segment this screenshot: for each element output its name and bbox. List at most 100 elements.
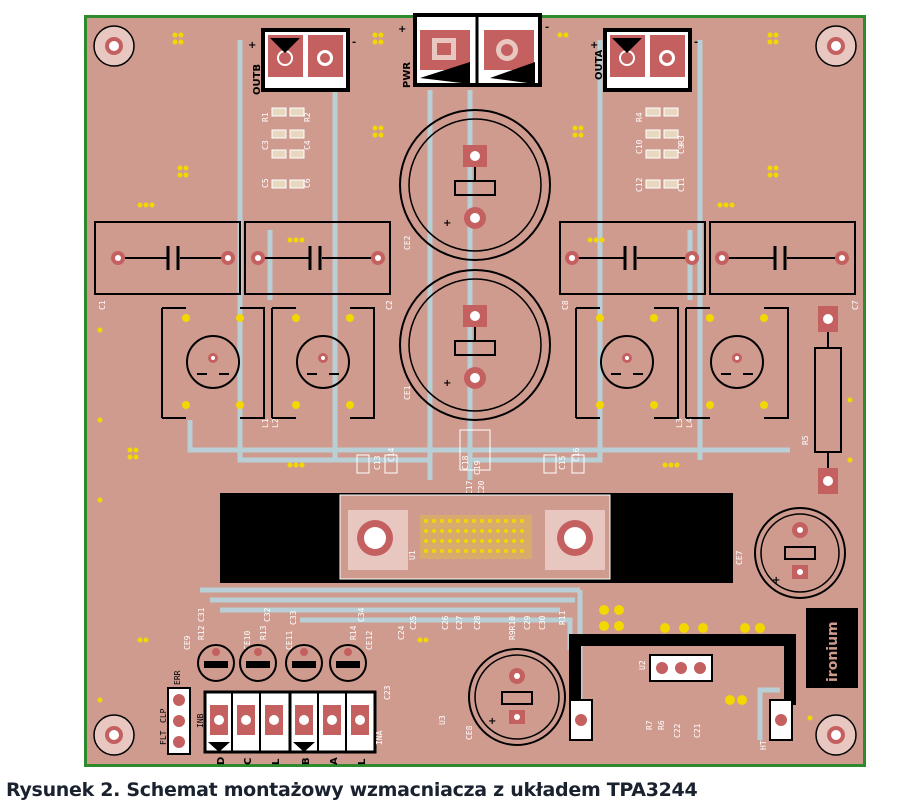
ina-pin-b: B — [301, 757, 312, 765]
capacitor-c7: C7 — [709, 221, 860, 310]
capacitor-ce8: + CE8 — [465, 648, 566, 746]
outa-minus-label: - — [694, 37, 698, 48]
label-ce9: CE9 — [183, 635, 192, 650]
smd-group-right — [645, 107, 679, 189]
mounting-hole-tl — [93, 25, 135, 67]
capacitor-ce12 — [329, 644, 367, 682]
label-r11: R11 — [558, 610, 567, 625]
capacitor-c2: C2 — [244, 221, 394, 310]
label-c27: C27 — [455, 615, 464, 630]
label-c28: C28 — [473, 615, 482, 630]
label-ce11: CE11 — [285, 631, 294, 650]
label-l2: L2 — [271, 418, 280, 428]
svg-text:+: + — [443, 378, 451, 389]
outb-minus-label: - — [352, 37, 356, 48]
label-c8: C8 — [561, 300, 570, 310]
label-r3: R3 — [677, 135, 686, 145]
label-r5: R5 — [801, 435, 810, 445]
inb-pin-c: C — [243, 758, 254, 765]
inductor-l3: L3 — [575, 307, 684, 428]
label-c1: C1 — [98, 300, 107, 310]
small-capacitors — [197, 644, 367, 682]
outa-plus-label: + — [590, 40, 598, 51]
label-c31: C31 — [197, 607, 206, 622]
connector-pwr: + - PWR — [398, 13, 549, 88]
inductor-l4: L4 — [685, 307, 789, 428]
label-c26: C26 — [441, 615, 450, 630]
label-c32: C32 — [263, 607, 272, 622]
label-c24: C24 — [397, 625, 406, 640]
silk-labels-bottom: C24 C25 C26 C27 C28 R9R10 C29 C30 R11 C2… — [183, 607, 567, 725]
label-err: ERR — [173, 670, 182, 685]
outb-plus-label: + — [248, 40, 256, 51]
label-l3: L3 — [675, 418, 684, 428]
inductor-l1: L1 — [161, 307, 270, 428]
label-c34: C34 — [357, 607, 366, 622]
outb-label: OUTB — [252, 64, 263, 95]
capacitor-ce10 — [239, 644, 277, 682]
label-ce8: CE8 — [465, 725, 474, 740]
pwr-minus-label: - — [545, 22, 549, 33]
inb-pin-l: L — [271, 758, 282, 765]
smd-caps-middle: C13 C14 C15 C16 C18 C19 C17 C20 — [356, 429, 585, 495]
pwr-plus-label: + — [398, 24, 406, 35]
capacitor-c1: C1 — [94, 221, 241, 310]
label-c17: C17 — [465, 480, 474, 495]
capacitor-ce1: + CE1 — [399, 269, 551, 421]
capacitor-ce2: + CE2 — [399, 109, 551, 261]
ina-label: INA — [375, 730, 384, 745]
label-c23: C23 — [383, 685, 392, 700]
label-u1: U1 — [408, 550, 417, 560]
label-c21: C21 — [693, 723, 702, 738]
connector-ina: INA B A L — [288, 690, 384, 765]
label-u2: U2 — [638, 660, 647, 670]
label-l4: L4 — [685, 418, 694, 428]
label-c33: C33 — [289, 610, 298, 625]
label-c11: C11 — [677, 177, 686, 192]
resistor-r5: R5 — [801, 306, 842, 494]
label-c20: C20 — [477, 480, 486, 495]
ina-pin-l: L — [357, 758, 368, 765]
label-c25: C25 — [409, 615, 418, 630]
label-r6: R6 — [657, 720, 666, 730]
mounting-hole-bl — [93, 714, 135, 756]
err-header: FLT CLP ERR — [159, 670, 191, 755]
label-c9: C9 — [677, 144, 686, 154]
regulator-u2: U2 HT R7 R6 C22 C21 — [569, 634, 796, 750]
label-c12: C12 — [635, 177, 644, 192]
label-c18: C18 — [461, 455, 470, 470]
silk-labels-top: R1 R2 C3 C4 C5 C6 R4 R3 C10 C9 C12 C11 — [261, 112, 686, 192]
label-flt: FLT — [159, 730, 168, 745]
label-c15: C15 — [558, 455, 567, 470]
logo-text: ironium — [825, 621, 841, 682]
capacitor-c8: C8 — [559, 221, 706, 310]
outa-label: OUTA — [594, 49, 605, 80]
label-c14: C14 — [387, 447, 396, 462]
ironium-logo: ironium — [806, 608, 858, 688]
label-u3: U3 — [438, 715, 447, 725]
label-r9r10: R9R10 — [508, 616, 517, 640]
capacitor-ce9 — [197, 644, 235, 682]
copper-traces — [187, 40, 790, 740]
connector-outb: + - OUTB — [248, 28, 356, 95]
svg-text:+: + — [488, 716, 496, 727]
label-c29: C29 — [523, 615, 532, 630]
svg-text:+: + — [443, 218, 451, 229]
label-c13: C13 — [373, 455, 382, 470]
label-r4: R4 — [635, 112, 644, 122]
label-c22: C22 — [673, 723, 682, 738]
svg-text:+: + — [772, 575, 780, 586]
label-c2: C2 — [385, 300, 394, 310]
pcb-assembly-diagram: + - OUTB + - PWR + - OUTA — [84, 13, 866, 767]
label-ce12: CE12 — [365, 631, 374, 650]
label-c6: C6 — [303, 178, 312, 188]
capacitor-ce7: + CE7 — [735, 507, 846, 599]
label-l1: L1 — [261, 418, 270, 428]
capacitor-ce11 — [285, 644, 323, 682]
label-r2: R2 — [303, 112, 312, 122]
label-ht: HT — [759, 740, 768, 750]
ina-pin-a: A — [329, 757, 340, 765]
label-c10: C10 — [635, 139, 644, 154]
label-c7: C7 — [851, 300, 860, 310]
label-c3: C3 — [261, 140, 270, 150]
